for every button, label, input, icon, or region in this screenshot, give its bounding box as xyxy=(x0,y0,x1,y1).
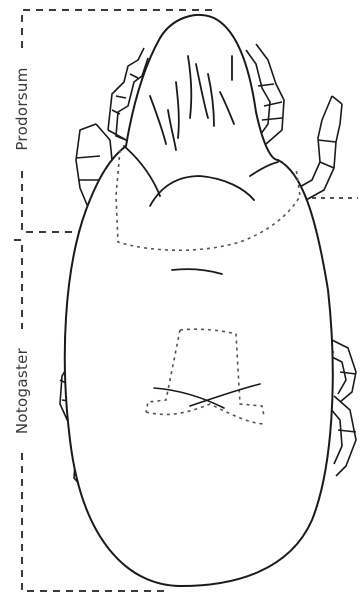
body-outline xyxy=(65,15,333,586)
notogaster-label: Notogaster xyxy=(13,329,31,453)
prodorsum-label: Prodorsum xyxy=(13,52,31,166)
